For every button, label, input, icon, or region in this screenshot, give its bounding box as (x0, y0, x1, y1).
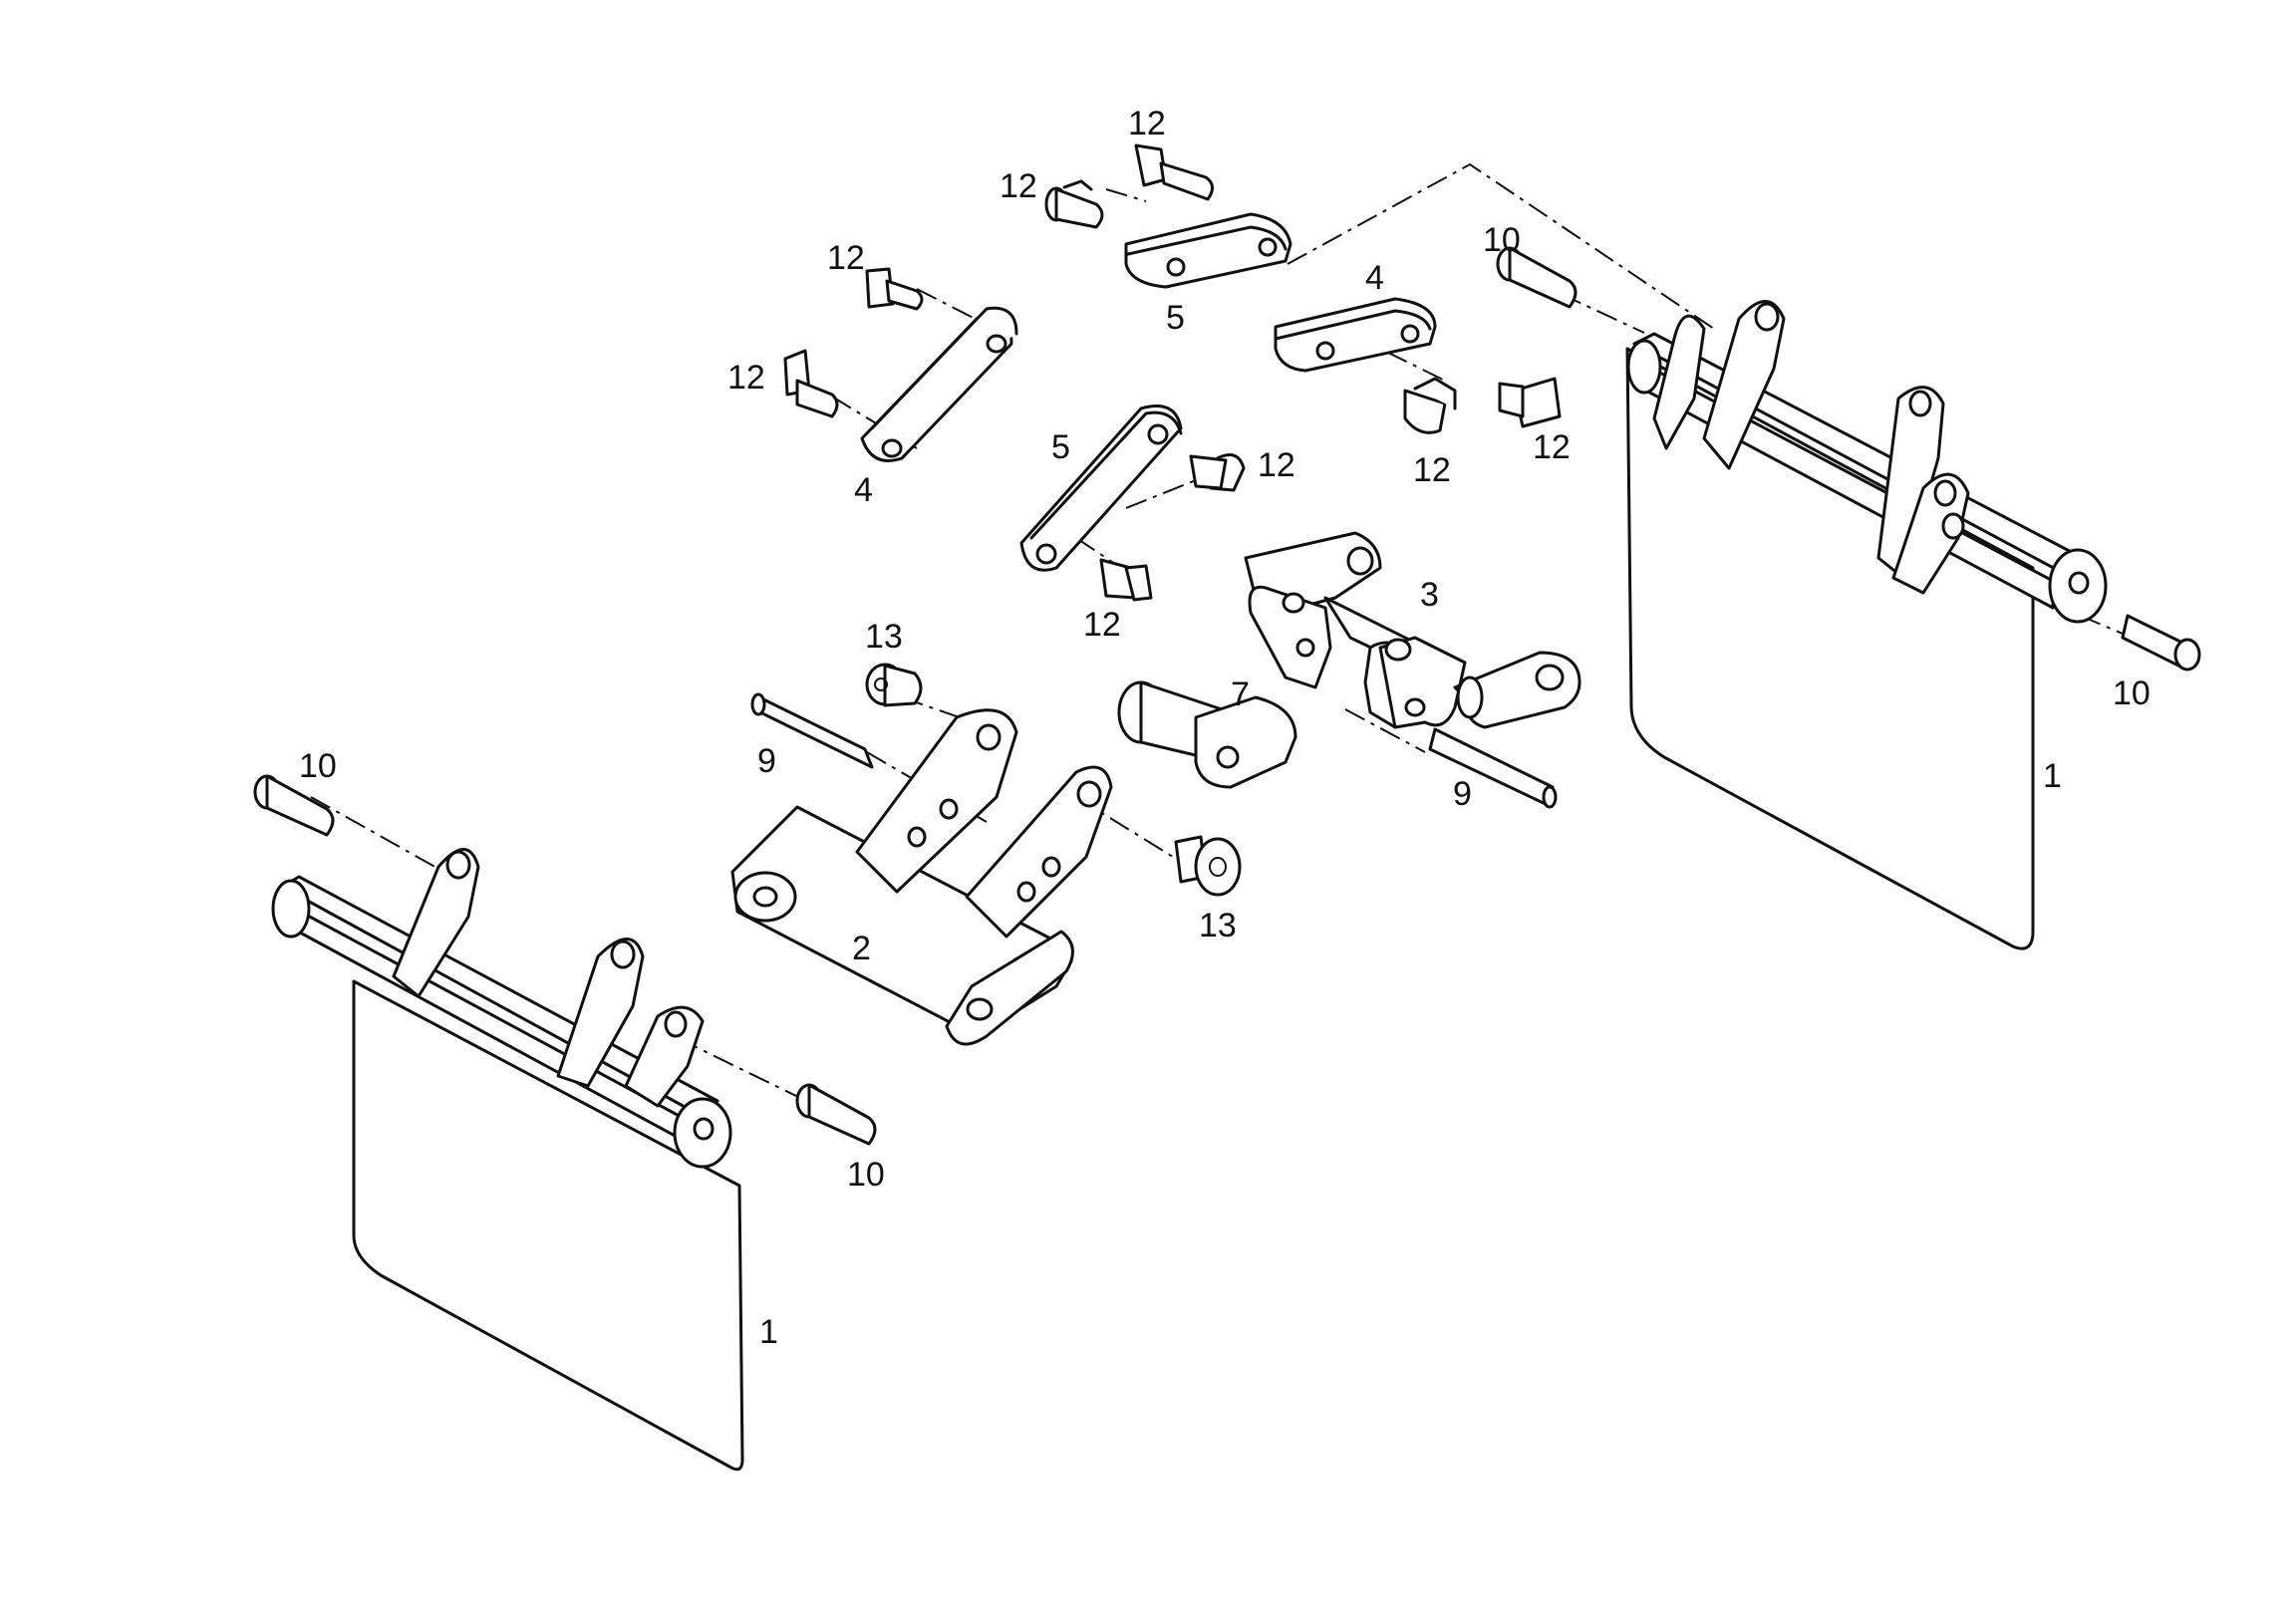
grease-nipple-top (865, 663, 923, 707)
mudflap-right (1625, 300, 2108, 950)
pin-10-left-top (253, 774, 335, 837)
callout-pin-12-d: 12 (727, 359, 765, 397)
callout-link-upper-right: 4 (1365, 259, 1384, 297)
pin-12-e (1189, 453, 1246, 492)
pin-10-right-top (1496, 246, 1578, 309)
callout-mudflap-left: 1 (759, 1313, 778, 1351)
callout-pin-10-right-top: 10 (1483, 221, 1521, 259)
callout-roll-pin-right: 9 (1453, 775, 1472, 813)
callout-pin-10-left-top: 10 (299, 747, 337, 785)
callout-pin-12-g: 12 (1413, 451, 1451, 489)
callout-link-upper-left: 4 (854, 471, 873, 509)
pin-12-b (1044, 179, 1104, 229)
callout-roll-pin-left: 9 (757, 742, 776, 780)
callout-grease-nipple-bottom: 13 (1199, 907, 1237, 944)
callout-pin-10-left-bottom: 10 (847, 1156, 885, 1194)
callout-link-upper-mid: 5 (1166, 299, 1185, 337)
link-upper-mid (1124, 212, 1292, 289)
pin-12-f (1099, 558, 1153, 602)
pin-7 (1117, 680, 1297, 789)
callout-mudflap-right: 1 (2043, 757, 2062, 795)
pin-12-a (1134, 143, 1214, 201)
pin-12-c (865, 267, 924, 311)
roll-pin-left (750, 692, 874, 769)
callout-support-arm: 3 (1420, 576, 1439, 614)
pin-10-left-bottom (795, 1083, 877, 1146)
pin-12-g (1403, 377, 1457, 434)
pivot-bracket (730, 708, 1113, 1046)
support-arm (1244, 531, 1581, 729)
link-middle (1019, 404, 1183, 572)
callout-pin-12-h: 12 (1533, 428, 1571, 466)
callout-pin-12-b: 12 (1000, 167, 1037, 205)
link-upper-right (1274, 297, 1437, 373)
callout-pivot-bracket: 2 (852, 930, 871, 967)
callout-link-middle: 5 (1051, 428, 1070, 466)
callout-pin-12-f: 12 (1083, 606, 1121, 644)
callout-pin-12-c: 12 (827, 239, 865, 277)
pin-10-right-bottom (2121, 614, 2201, 672)
callout-pin-12-e: 12 (1258, 446, 1295, 484)
grease-nipple-bottom (1174, 835, 1242, 897)
callout-labels: 1 1 2 3 4 4 5 5 7 9 9 10 10 10 10 12 12 … (299, 105, 2151, 1351)
callout-pin-10-right-bottom: 10 (2113, 674, 2151, 712)
callout-grease-nipple-top: 13 (865, 618, 903, 656)
pin-12-h (1498, 377, 1562, 428)
pin-12-d (783, 349, 839, 418)
roll-pin-right (1428, 727, 1558, 809)
mudflap-left (271, 848, 744, 1472)
callout-pin-7: 7 (1231, 675, 1250, 713)
callout-pin-12-a: 12 (1128, 105, 1166, 142)
link-upper-left (860, 306, 1018, 462)
